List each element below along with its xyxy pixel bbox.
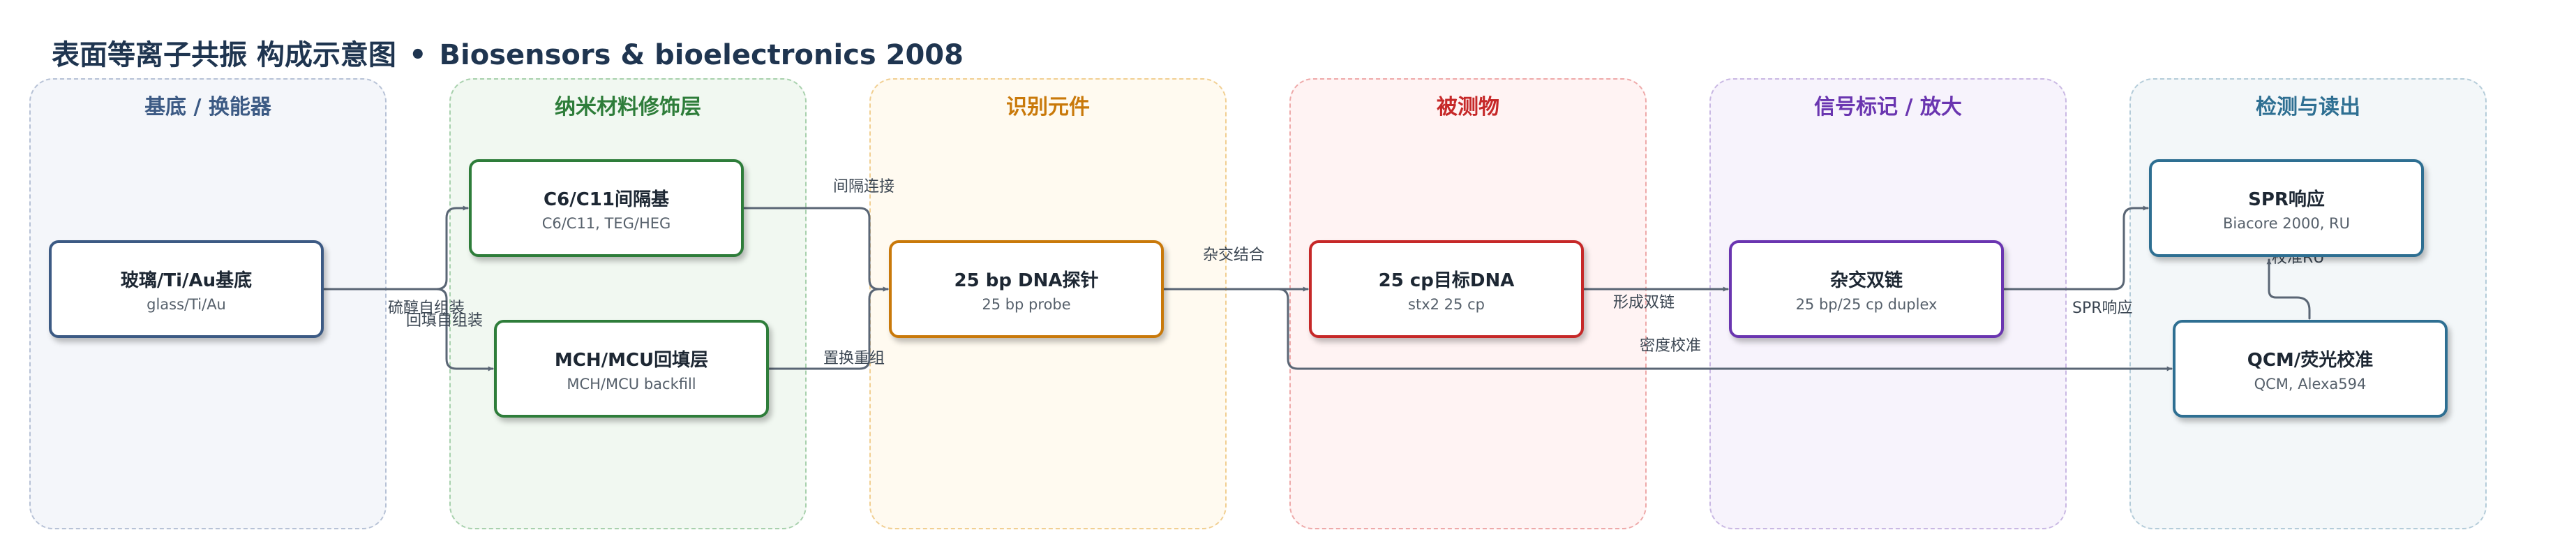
- node-target-title: 25 cp目标DNA: [1378, 270, 1515, 291]
- node-spr-title: SPR响应: [2248, 189, 2325, 210]
- edge-duplex-spr: [2002, 205, 2149, 291]
- page-title: 表面等离子共振 构成示意图 • Biosensors & bioelectronic…: [52, 32, 964, 73]
- node-duplex-title: 杂交双链: [1829, 270, 1903, 291]
- node-spacer-title: C6/C11间隔基: [544, 189, 669, 210]
- edge-label-spacer-link: 间隔连接: [833, 178, 894, 196]
- edge-backfill-probe: [767, 286, 889, 370]
- edge-substrate-backfill: [322, 288, 494, 372]
- title-separator: •: [408, 39, 427, 71]
- node-probe-subtitle: 25 bp probe: [982, 295, 1071, 313]
- node-spacer: C6/C11间隔基 C6/C11, TEG/HEG: [469, 159, 744, 257]
- edge-label-density-cal: 密度校准: [1640, 337, 1701, 355]
- node-substrate-title: 玻璃/Ti/Au基底: [120, 270, 253, 291]
- node-duplex-subtitle: 25 bp/25 cp duplex: [1795, 295, 1938, 313]
- node-spr-subtitle: Biacore 2000, RU: [2222, 214, 2351, 232]
- node-qcm-subtitle: QCM, Alexa594: [2254, 375, 2367, 392]
- edge-label-thiol-sam: 硫醇自组装: [388, 300, 465, 317]
- node-spr: SPR响应 Biacore 2000, RU: [2149, 159, 2424, 257]
- edge-label-backfill-sam: 回填自组装: [406, 312, 483, 330]
- node-backfill-title: MCH/MCU回填层: [554, 349, 709, 371]
- lane-title-substrate: 基底 / 换能器: [144, 95, 271, 119]
- lane-title-signal: 信号标记 / 放大: [1814, 95, 1962, 119]
- node-target-subtitle: stx2 25 cp: [1408, 295, 1485, 313]
- node-duplex: 杂交双链 25 bp/25 cp duplex: [1729, 240, 2004, 338]
- title-main: 表面等离子共振 构成示意图: [52, 39, 396, 71]
- edge-qcm-spr: [2266, 258, 2311, 320]
- lane-title-recognition: 识别元件: [1006, 95, 1090, 119]
- node-substrate: 玻璃/Ti/Au基底 glass/Ti/Au: [49, 240, 324, 338]
- node-spacer-subtitle: C6/C11, TEG/HEG: [541, 214, 671, 232]
- edge-spacer-probe: [742, 207, 889, 292]
- node-probe-title: 25 bp DNA探针: [954, 270, 1099, 291]
- edge-label-hybridize: 杂交结合: [1203, 247, 1264, 264]
- node-probe: 25 bp DNA探针 25 bp probe: [889, 240, 1164, 338]
- node-substrate-subtitle: glass/Ti/Au: [147, 295, 226, 313]
- node-qcm: QCM/荧光校准 QCM, Alexa594: [2173, 320, 2448, 418]
- node-backfill: MCH/MCU回填层 MCH/MCU backfill: [494, 320, 769, 418]
- lane-title-nanomaterial: 纳米材料修饰层: [555, 95, 701, 119]
- lane-title-analyte: 被测物: [1437, 95, 1499, 119]
- edge-substrate-spacer: [322, 205, 469, 291]
- lane-nanomaterial: 纳米材料修饰层: [449, 78, 807, 529]
- node-qcm-title: QCM/荧光校准: [2247, 349, 2374, 371]
- lane-substrate: 基底 / 换能器: [29, 78, 387, 529]
- node-backfill-subtitle: MCH/MCU backfill: [567, 375, 696, 392]
- edge-probe-qcm: [1162, 288, 2173, 372]
- lane-title-readout: 检测与读出: [2256, 95, 2360, 119]
- edge-label-displace: 置换重组: [823, 350, 885, 367]
- node-target: 25 cp目标DNA stx2 25 cp: [1309, 240, 1584, 338]
- title-source: Biosensors & bioelectronics 2008: [439, 39, 964, 71]
- edge-label-spr-response: SPR响应: [2072, 300, 2133, 317]
- edge-label-form-duplex: 形成双链: [1613, 294, 1675, 311]
